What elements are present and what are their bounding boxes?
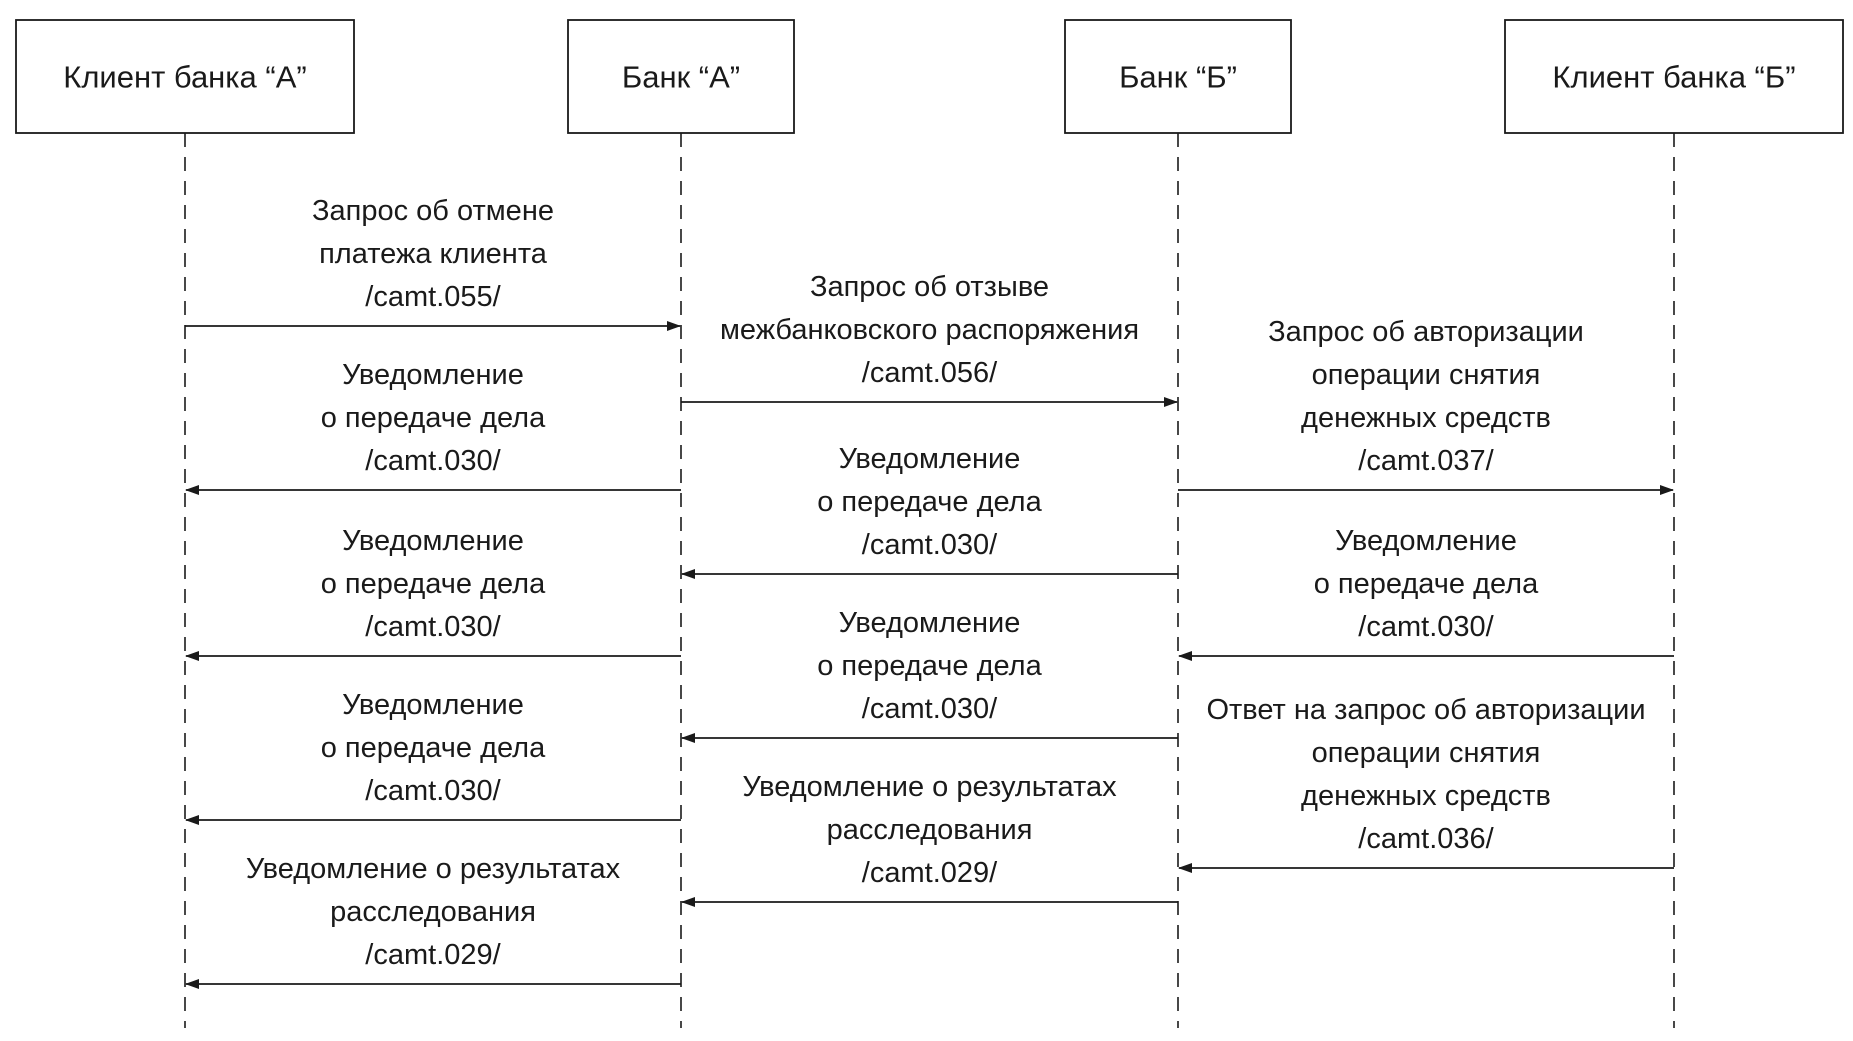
message-label-line: о передаче дела — [321, 402, 546, 434]
message-label-line: операции снятия — [1312, 737, 1541, 769]
message-label-line: Ответ на запрос об авторизации — [1206, 694, 1645, 726]
message-label-line: Запрос об авторизации — [1268, 316, 1584, 348]
actor-label: Клиент банка “Б” — [1552, 60, 1795, 95]
message-label-line: /camt.055/ — [365, 281, 501, 313]
message-8: Уведомление о передаче дела/camt.030/ — [681, 607, 1178, 743]
actor-box — [15, 19, 355, 134]
message-label-line: операции снятия — [1312, 359, 1541, 391]
message-label-line: Уведомление — [1335, 525, 1517, 557]
message-label-line: /camt.029/ — [365, 939, 501, 971]
message-label-line: /camt.030/ — [365, 611, 501, 643]
actor-label: Банк “Б” — [1119, 60, 1237, 95]
message-3: Запрос об авторизации операции снятия дене… — [1178, 316, 1674, 495]
message-7: Уведомление о передаче дела/camt.030/ — [1178, 525, 1674, 661]
message-11: Уведомление о результатах расследования/c… — [681, 771, 1178, 907]
message-label-line: денежных средств — [1301, 780, 1551, 812]
actor-box — [1504, 19, 1844, 134]
actor-bank-a: Банк “А” — [567, 19, 795, 134]
message-label-line: о передаче дела — [1314, 568, 1539, 600]
message-label-line: /camt.036/ — [1358, 823, 1494, 855]
actor-client-b: Клиент банка “Б” — [1504, 19, 1844, 134]
message-12: Уведомление о результатах расследования/c… — [185, 853, 681, 989]
actor-box — [567, 19, 795, 134]
message-label-line: о передаче дела — [321, 568, 546, 600]
message-6: Уведомление о передаче дела/camt.030/ — [185, 525, 681, 661]
message-label-line: /camt.030/ — [365, 775, 501, 807]
actor-label: Банк “А” — [622, 60, 740, 95]
message-label-line: Запрос об отзыве — [810, 271, 1049, 303]
message-label-line: Уведомление о результатах — [742, 771, 1117, 803]
message-label-line: денежных средств — [1301, 402, 1551, 434]
message-label-line: платежа клиента — [319, 238, 548, 270]
message-label-line: Уведомление — [342, 525, 524, 557]
message-label-line: Уведомление о результатах — [246, 853, 621, 885]
message-label-line: /camt.029/ — [862, 857, 998, 889]
actor-label: Клиент банка “А” — [63, 60, 306, 95]
message-1: Запрос об отмене платежа клиента/camt.055… — [185, 195, 681, 331]
message-label-line: межбанковского распоряжения — [720, 314, 1139, 346]
message-label-line: о передаче дела — [321, 732, 546, 764]
message-label-line: /camt.030/ — [365, 445, 501, 477]
message-label-line: /camt.030/ — [862, 693, 998, 725]
message-label-line: Уведомление — [342, 689, 524, 721]
message-10: Ответ на запрос об авторизации операции с… — [1178, 694, 1674, 873]
message-label-line: расследования — [827, 814, 1033, 846]
message-label-line: Запрос об отмене — [312, 195, 554, 227]
message-label-line: о передаче дела — [817, 650, 1042, 682]
message-label-line: /camt.030/ — [862, 529, 998, 561]
message-label-line: /camt.030/ — [1358, 611, 1494, 643]
message-5: Уведомление о передаче дела/camt.030/ — [681, 443, 1178, 579]
message-9: Уведомление о передаче дела/camt.030/ — [185, 689, 681, 825]
message-label-line: /camt.037/ — [1358, 445, 1494, 477]
message-label-line: о передаче дела — [817, 486, 1042, 518]
message-label-line: /camt.056/ — [862, 357, 998, 389]
message-label-line: Уведомление — [839, 443, 1021, 475]
actor-bank-b: Банк “Б” — [1064, 19, 1292, 134]
message-4: Уведомление о передаче дела/camt.030/ — [185, 359, 681, 495]
message-label-line: Уведомление — [839, 607, 1021, 639]
message-2: Запрос об отзыве межбанковского распоряже… — [681, 271, 1178, 407]
actor-client-a: Клиент банка “А” — [15, 19, 355, 134]
message-label-line: расследования — [330, 896, 536, 928]
message-label-line: Уведомление — [342, 359, 524, 391]
actor-box — [1064, 19, 1292, 134]
